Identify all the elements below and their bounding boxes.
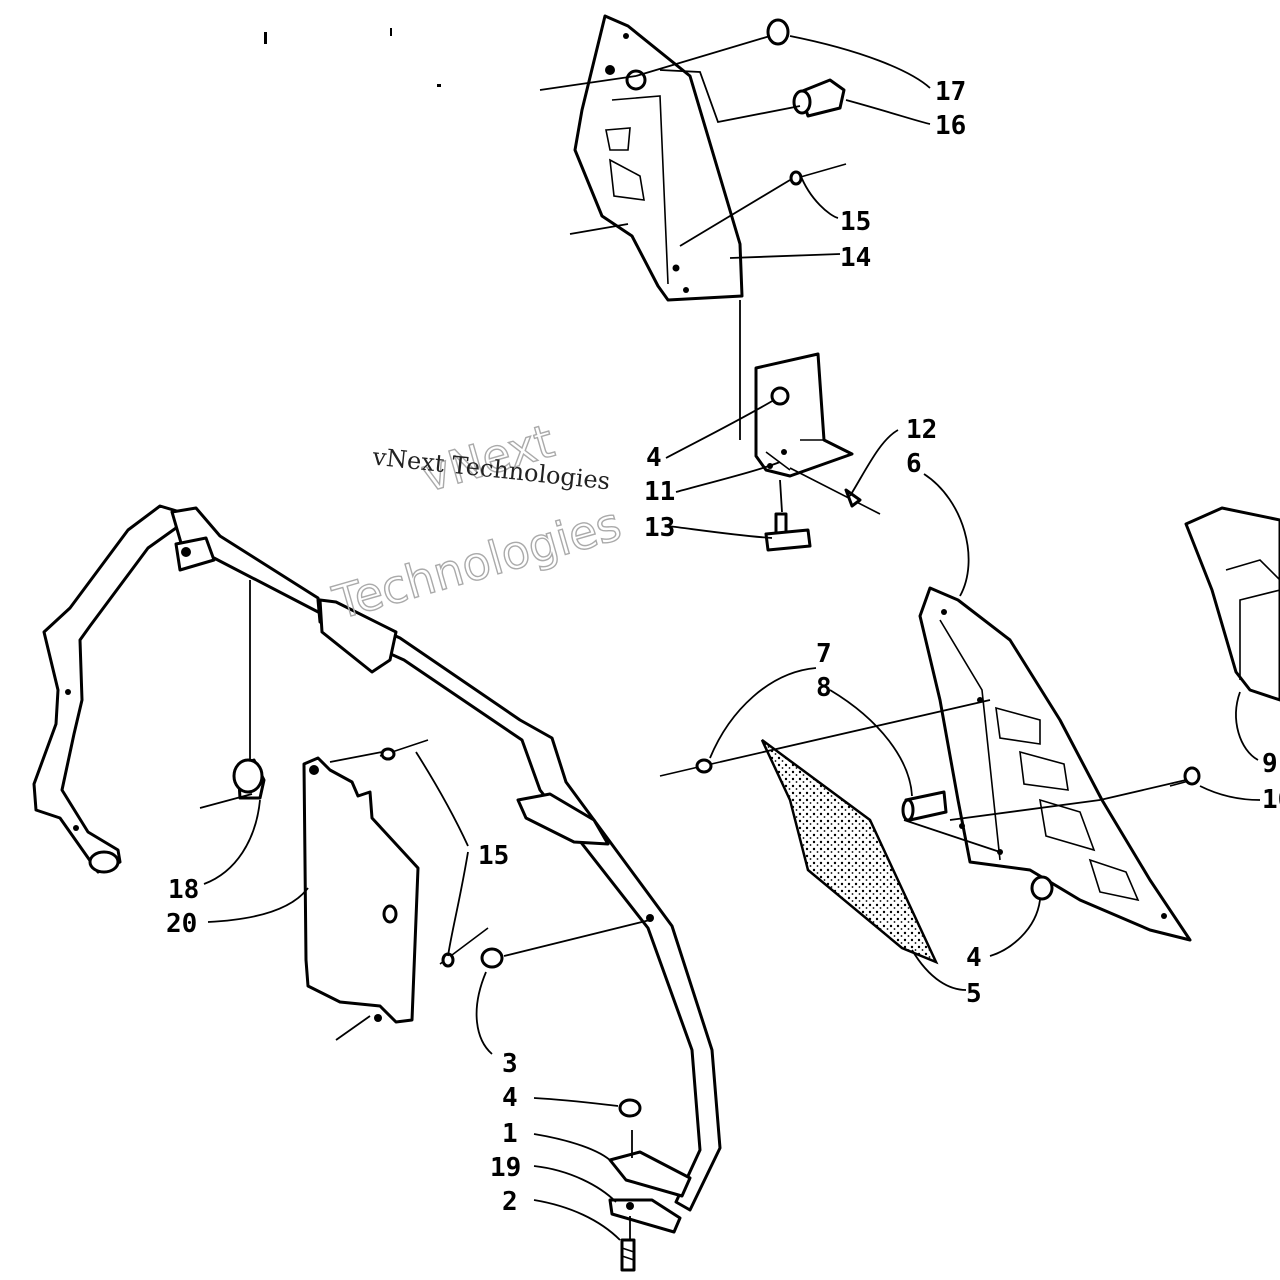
callout-7: 7: [816, 639, 832, 669]
side-panel: [918, 586, 1192, 942]
callout-17: 17: [935, 77, 966, 107]
callout-9: 9: [1262, 749, 1278, 779]
edge-cowl: [1184, 506, 1280, 702]
cap-part: [766, 18, 790, 46]
lower-bolt: [620, 1238, 636, 1272]
right-nut: [1030, 875, 1054, 901]
left-leaders: [203, 751, 651, 1241]
callout-6: 6: [906, 449, 922, 479]
mounting-bracket: [754, 352, 854, 513]
knob-part: [792, 78, 846, 118]
grip-pad: [760, 738, 939, 965]
lower-mount-bracket: [608, 1130, 692, 1240]
callout-3: 3: [502, 1049, 518, 1079]
side-screw: [789, 467, 881, 515]
callout-4-lower: 4: [502, 1083, 518, 1113]
scan-specks: [264, 28, 441, 87]
upper-bracket-plate: [573, 14, 744, 302]
panel-screw: [1169, 766, 1201, 787]
callout-15-upper: 15: [840, 207, 871, 237]
bracket-leaders: [665, 399, 899, 539]
callout-12: 12: [906, 415, 937, 445]
cover-plate: [302, 756, 420, 1041]
callout-18: 18: [168, 875, 199, 905]
callout-19: 19: [490, 1153, 521, 1183]
grommet: [480, 947, 504, 969]
bolt-with-plate: [764, 512, 812, 552]
callout-14: 14: [840, 243, 871, 273]
callout-8: 8: [816, 673, 832, 703]
callout-1: 1: [502, 1119, 518, 1149]
upper-leaders: [539, 35, 931, 440]
callout-labels: 17 16 15 14 12 6 4 11 13 7 8 9 10 15 18 …: [166, 77, 1280, 1217]
watermark-line3: Technologies: [327, 496, 627, 630]
watermark: vNext vNext Technologies Technologies: [326, 413, 627, 631]
pad-screw: [659, 758, 721, 777]
right-leaders: [709, 473, 1261, 991]
callout-4-upper: 4: [646, 443, 662, 473]
callout-13: 13: [644, 513, 675, 543]
bushing: [901, 790, 948, 822]
callout-20: 20: [166, 909, 197, 939]
upper-screw: [789, 163, 847, 186]
callout-10: 10: [1262, 785, 1280, 815]
callout-15-lower: 15: [478, 841, 509, 871]
callout-4-right: 4: [966, 943, 982, 973]
tubular-frame: [32, 504, 722, 1212]
callout-2: 2: [502, 1187, 518, 1217]
callout-16: 16: [935, 111, 966, 141]
callout-5: 5: [966, 979, 982, 1009]
callout-11: 11: [644, 477, 675, 507]
tube-clamp: [199, 580, 266, 809]
lower-nut: [618, 1098, 642, 1118]
